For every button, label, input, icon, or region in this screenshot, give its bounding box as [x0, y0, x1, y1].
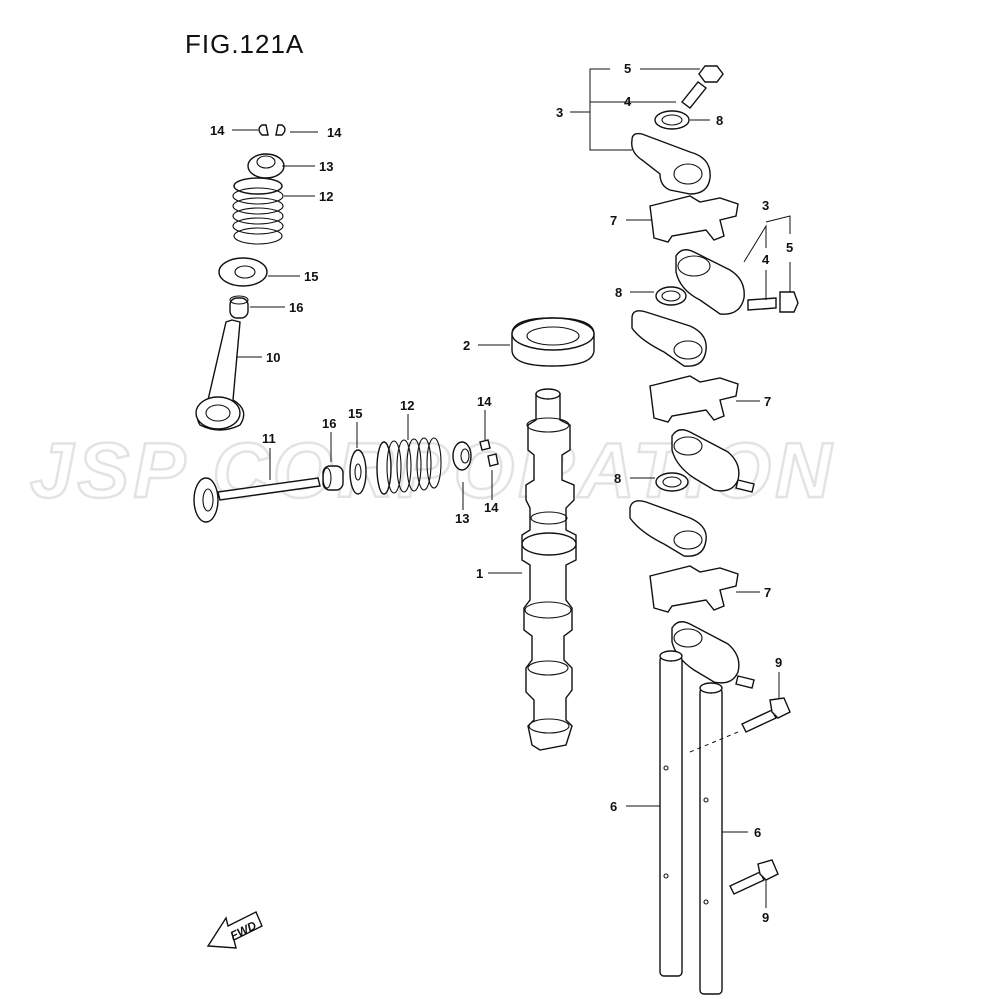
- bolt-upper: [741, 697, 791, 733]
- adjuster-screw-top: [681, 81, 707, 109]
- o-ring-mid: [655, 286, 687, 306]
- rocker-arm-2: [675, 249, 745, 315]
- intake-valve: [195, 319, 245, 431]
- callout-15: 15: [304, 269, 318, 284]
- cotter-right: [275, 124, 286, 136]
- rocker-holder-1: [649, 195, 739, 243]
- callout-6: 6: [610, 799, 617, 814]
- callout-14: 14: [210, 123, 225, 138]
- callout-5: 5: [786, 240, 793, 255]
- callout-8: 8: [614, 471, 621, 486]
- callout-5: 5: [624, 61, 631, 76]
- rocker-holder-2: [649, 375, 739, 423]
- spring-seat-lower: [349, 449, 367, 495]
- callout-6: 6: [754, 825, 761, 840]
- callout-12: 12: [319, 189, 333, 204]
- bolt-lower: [729, 859, 779, 895]
- callout-7: 7: [764, 394, 771, 409]
- callout-9: 9: [775, 655, 782, 670]
- callout-14: 14: [484, 500, 499, 515]
- valve-spring-lower: [376, 437, 442, 495]
- cotter-upper: [479, 439, 491, 451]
- valve-stack-upper: [195, 124, 286, 431]
- rocker-holder-3: [649, 565, 739, 613]
- callout-3: 3: [762, 198, 769, 213]
- callout-14: 14: [477, 394, 492, 409]
- callout-8: 8: [615, 285, 622, 300]
- leader-lines: [232, 68, 791, 908]
- callout-2: 2: [463, 338, 470, 353]
- adjuster-nut-top: [698, 65, 724, 83]
- callout-1: 1: [476, 566, 483, 581]
- valve-stack-horizontal: [193, 437, 499, 523]
- oil-seal: [511, 317, 595, 367]
- callout-16: 16: [322, 416, 336, 431]
- callout-13: 13: [319, 159, 333, 174]
- rocker-shaft-left: [659, 650, 683, 977]
- callout-12: 12: [400, 398, 414, 413]
- figure-title: FIG.121A: [185, 29, 304, 59]
- camshaft: [521, 388, 577, 751]
- callout-4: 4: [624, 94, 632, 109]
- callout-13: 13: [455, 511, 469, 526]
- callout-15: 15: [348, 406, 362, 421]
- callout-14: 14: [327, 125, 342, 140]
- callout-9: 9: [762, 910, 769, 925]
- fwd-arrow: FWD: [206, 911, 263, 949]
- rocker-arm-5: [629, 500, 707, 557]
- callout-7: 7: [764, 585, 771, 600]
- spring-seat-upper: [218, 257, 268, 287]
- exhaust-valve: [193, 477, 321, 523]
- spring-retainer-upper: [247, 153, 285, 179]
- callout-labels: 14 14 13 12 15 16 10 11 16 15 12 13 14 1…: [210, 61, 793, 925]
- rocker-assembly: [629, 65, 799, 689]
- callout-7: 7: [610, 213, 617, 228]
- callout-4: 4: [762, 252, 770, 267]
- adjuster-lower-2: [735, 675, 755, 689]
- spring-retainer-lower: [452, 441, 472, 471]
- cotter-lower: [487, 453, 499, 467]
- rocker-arm-6: [671, 621, 740, 684]
- rocker-shaft-right: [699, 682, 723, 995]
- callout-11: 11: [262, 431, 276, 446]
- stem-seal-lower: [322, 465, 344, 491]
- callout-16: 16: [289, 300, 303, 315]
- callout-10: 10: [266, 350, 280, 365]
- cotter-left: [258, 124, 269, 136]
- rocker-arm-3: [631, 310, 707, 367]
- callout-3: 3: [556, 105, 563, 120]
- stem-seal-upper: [229, 295, 249, 319]
- valve-spring-upper: [232, 177, 284, 245]
- o-ring-top: [654, 110, 690, 130]
- adjuster-lower-1: [735, 479, 755, 493]
- adjuster-screw-side: [747, 297, 777, 311]
- callout-8: 8: [716, 113, 723, 128]
- adjuster-nut-side: [779, 291, 799, 313]
- o-ring-low: [655, 472, 689, 492]
- rocker-arm-1: [631, 132, 711, 195]
